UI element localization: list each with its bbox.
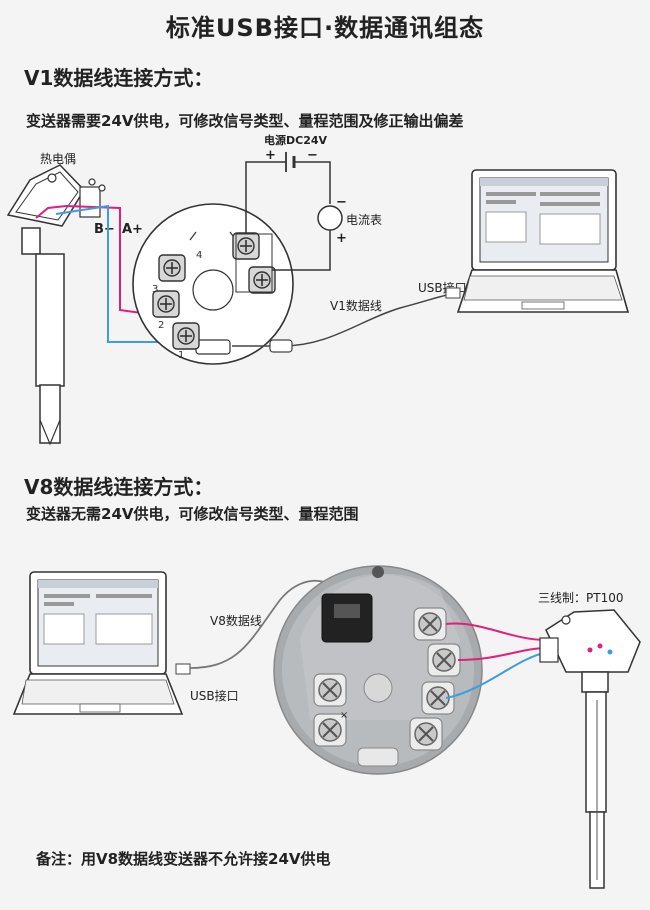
v8-usb-label: USB接口: [190, 689, 239, 703]
head-screw-icon: [561, 615, 571, 625]
terminal-marker: ×: [340, 710, 348, 721]
v1-heading: V1数据线连接方式：: [24, 66, 214, 90]
rtd-label: 三线制：PT100: [538, 591, 624, 605]
thermocouple-probe: [6, 164, 106, 446]
ammeter-icon: [317, 205, 343, 231]
wire-b-minus: [55, 204, 182, 343]
power-loop: [245, 152, 343, 271]
head-screw-icon: [47, 173, 57, 183]
v1-laptop: [445, 169, 630, 313]
v1-cable-label: V1数据线: [330, 299, 382, 313]
terminal-number: 1: [178, 350, 184, 361]
power-label: 电源DC24V: [264, 134, 328, 147]
wire-a-plus: [35, 204, 165, 317]
v8-transmitter: ×: [273, 565, 483, 775]
b-minus-label: B−: [94, 222, 115, 237]
v8-cable-label: V8数据线: [210, 614, 262, 628]
terminal-number: 2: [158, 320, 164, 331]
v1-subtitle: 变送器需要24V供电，可修改信号类型、量程范围及修正输出偏差: [26, 112, 464, 130]
v8-laptop: [12, 571, 191, 715]
v1-transmitter: 3 2 1 4: [132, 203, 294, 365]
note: 备注：用V8数据线变送器不允许接24V供电: [36, 850, 331, 868]
v8-subtitle: 变送器无需24V供电，可修改信号类型、量程范围: [26, 505, 359, 523]
meter-plus-sign: +: [336, 231, 347, 246]
power-plus-sign: +: [265, 148, 276, 163]
page-title: 标准USB接口·数据通讯组态: [165, 14, 485, 42]
v1-cable: [232, 293, 453, 347]
thermocouple-label: 热电偶: [40, 152, 77, 166]
v8-heading: V8数据线连接方式：: [24, 475, 214, 499]
meter-minus-sign: −: [336, 195, 347, 210]
a-plus-label: A+: [122, 222, 143, 237]
pt100-probe: [539, 609, 641, 889]
power-minus-sign: −: [307, 148, 318, 163]
terminal-number: 3: [152, 284, 158, 295]
terminal-number: 4: [196, 250, 202, 261]
meter-label: 电流表: [346, 213, 383, 227]
